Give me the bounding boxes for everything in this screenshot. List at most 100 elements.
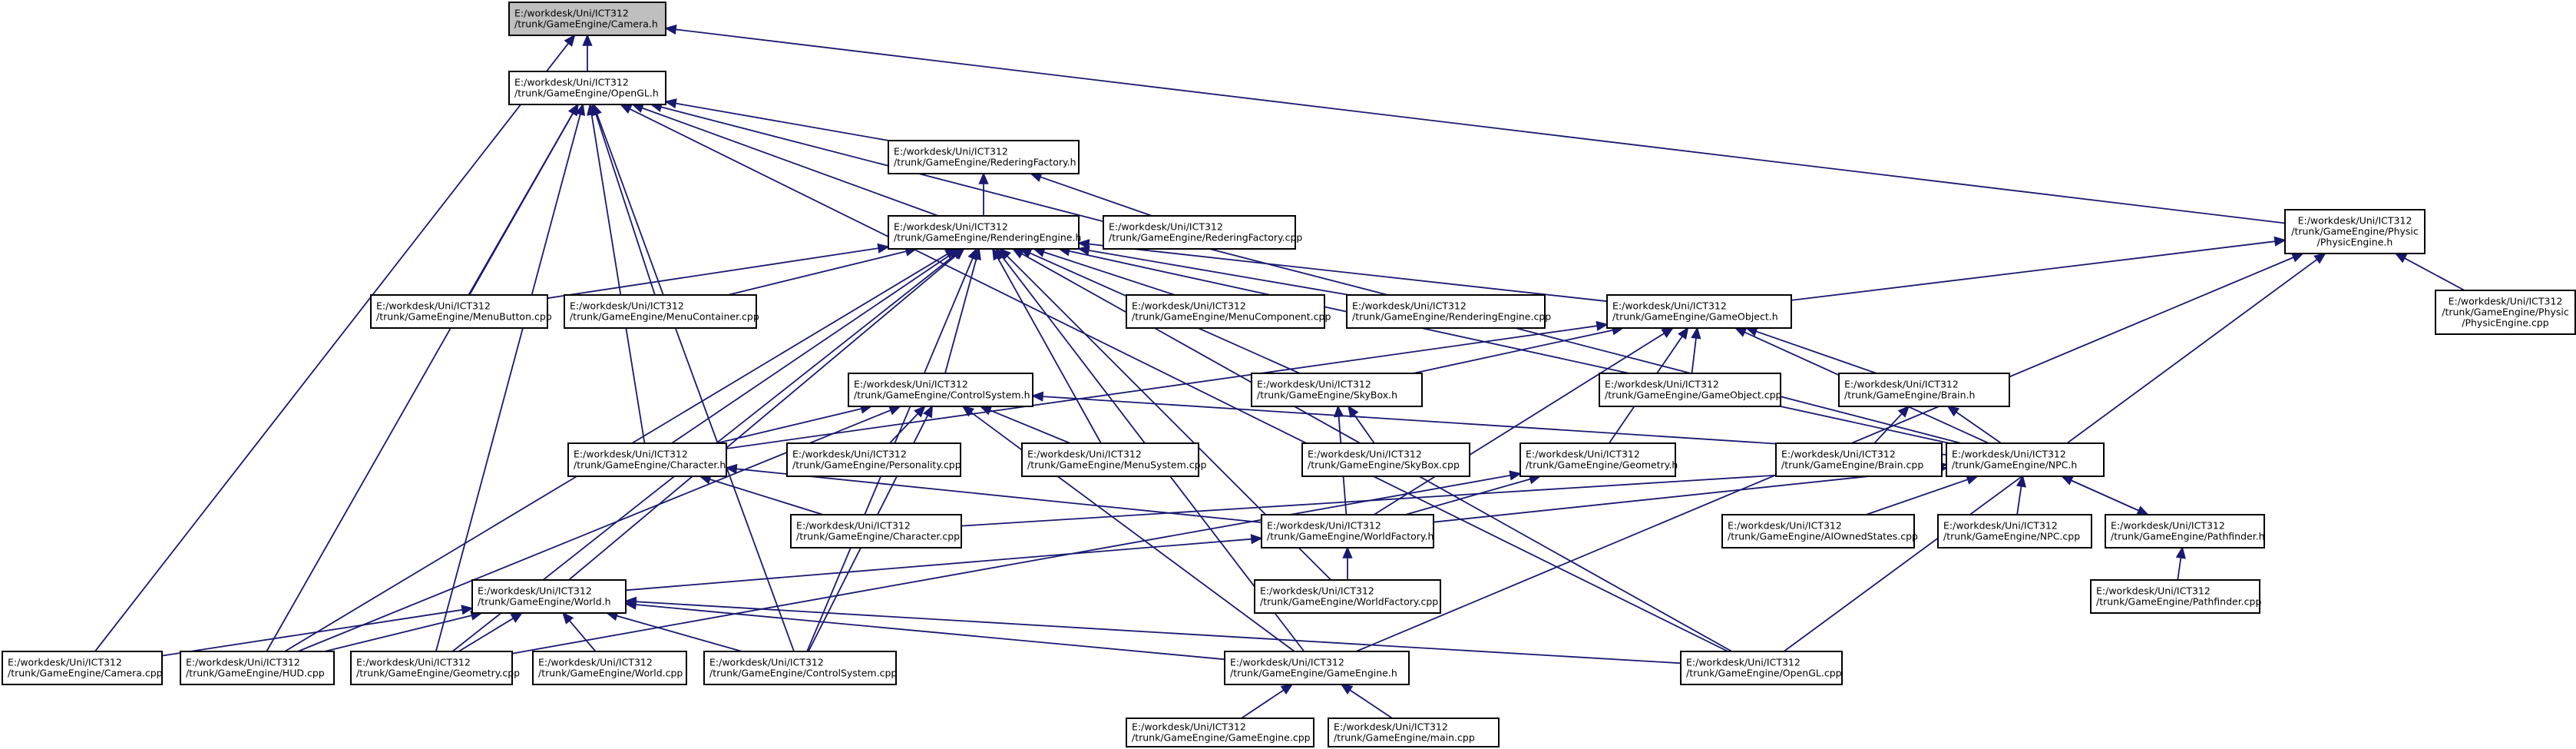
node-box xyxy=(370,294,548,329)
node-npc-h[interactable]: E:/workdesk/Uni/ICT312/trunk/GameEngine/… xyxy=(1946,442,2105,477)
node-personality-cpp[interactable]: E:/workdesk/Uni/ICT312/trunk/GameEngine/… xyxy=(786,442,961,477)
edge-geometry-cpp-to-geometry-h xyxy=(511,470,1522,655)
edge-line xyxy=(625,538,1252,592)
node-gameengine-cpp[interactable]: E:/workdesk/Uni/ICT312/trunk/GameEngine/… xyxy=(1126,718,1314,747)
edge-arrowhead xyxy=(1334,405,1344,418)
node-box xyxy=(1946,442,2105,477)
node-box xyxy=(2105,514,2265,548)
edge-worldfactory-h-to-geometry-h xyxy=(1405,474,1542,515)
node-world-h[interactable]: E:/workdesk/Uni/ICT312/trunk/GameEngine/… xyxy=(471,579,627,614)
node-worldfactory-cpp[interactable]: E:/workdesk/Uni/ICT312/trunk/GameEngine/… xyxy=(1254,579,1441,614)
node-gameobject-h[interactable]: E:/workdesk/Uni/ICT312/trunk/GameEngine/… xyxy=(1606,294,1792,329)
edge-line xyxy=(569,620,597,652)
node-controlsystem-h[interactable]: E:/workdesk/Uni/ICT312/trunk/GameEngine/… xyxy=(848,373,1033,407)
node-label-line: E:/workdesk/Uni/ICT312 xyxy=(1132,721,1246,733)
node-box xyxy=(1680,651,1843,685)
edge-line xyxy=(675,28,2286,224)
node-label-line: E:/workdesk/Uni/ICT312 xyxy=(1109,221,1223,233)
node-rederingfactory-cpp[interactable]: E:/workdesk/Uni/ICT312/trunk/GameEngine/… xyxy=(1103,215,1302,250)
edge-aiownedstates-cpp-to-npc-h xyxy=(1866,475,1979,515)
edge-line xyxy=(2016,486,2022,515)
node-aiownedstates-cpp[interactable]: E:/workdesk/Uni/ICT312/trunk/GameEngine/… xyxy=(1721,514,1918,548)
node-box xyxy=(1606,294,1792,329)
node-box xyxy=(532,651,687,685)
node-label-line: E:/workdesk/Uni/ICT312 xyxy=(1257,379,1371,390)
edge-line xyxy=(641,107,939,217)
edge-line xyxy=(547,247,879,300)
edge-character-h-to-gameobject-h xyxy=(726,320,1609,449)
node-menubutton-cpp[interactable]: E:/workdesk/Uni/ICT312/trunk/GameEngine/… xyxy=(370,294,552,329)
edge-menubutton-cpp-to-renderingengine-h xyxy=(547,243,890,300)
node-label-line: /trunk/GameEngine/Personality.cpp xyxy=(792,459,961,471)
node-physicengine-h[interactable]: E:/workdesk/Uni/ICT312/trunk/GameEngine/… xyxy=(2284,209,2426,254)
node-renderingengine-cpp[interactable]: E:/workdesk/Uni/ICT312/trunk/GameEngine/… xyxy=(1346,294,1551,329)
edge-arrowhead xyxy=(461,605,474,615)
node-gameobject-cpp[interactable]: E:/workdesk/Uni/ICT312/trunk/GameEngine/… xyxy=(1599,373,1782,407)
node-character-h[interactable]: E:/workdesk/Uni/ICT312/trunk/GameEngine/… xyxy=(567,442,727,477)
node-menucontainer-cpp[interactable]: E:/workdesk/Uni/ICT312/trunk/GameEngine/… xyxy=(564,294,759,329)
edge-line xyxy=(1413,329,1613,374)
node-skybox-h[interactable]: E:/workdesk/Uni/ICT312/trunk/GameEngine/… xyxy=(1251,373,1423,407)
edge-arrowhead xyxy=(2136,505,2150,515)
edge-worldfactory-cpp-to-worldfactory-h xyxy=(1342,546,1353,581)
node-label-line: /PhysicEngine.h xyxy=(2317,237,2393,248)
node-pathfinder-h[interactable]: E:/workdesk/Uni/ICT312/trunk/GameEngine/… xyxy=(2105,514,2265,548)
node-geometry-h[interactable]: E:/workdesk/Uni/ICT312/trunk/GameEngine/… xyxy=(1519,442,1678,477)
node-label-line: /trunk/GameEngine/MenuComponent.cpp xyxy=(1132,311,1331,323)
edge-line xyxy=(716,408,862,444)
edge-camera-cpp-to-world-h xyxy=(161,605,474,657)
edge-line xyxy=(1373,333,1665,515)
node-label-line: /trunk/GameEngine/Brain.cpp xyxy=(1781,459,1923,471)
node-label-line: /trunk/GameEngine/main.cpp xyxy=(1334,732,1475,744)
node-box xyxy=(1261,514,1434,548)
node-label-line: E:/workdesk/Uni/ICT312 xyxy=(538,657,653,668)
node-rederingfactory-h[interactable]: E:/workdesk/Uni/ICT312/trunk/GameEngine/… xyxy=(888,140,1080,174)
node-label-line: /trunk/GameEngine/GameEngine.h xyxy=(1230,668,1397,679)
node-label-line: E:/workdesk/Uni/ICT312 xyxy=(2298,215,2412,227)
edge-arrowhead xyxy=(592,103,602,117)
node-brain-h[interactable]: E:/workdesk/Uni/ICT312/trunk/GameEngine/… xyxy=(1838,373,2010,407)
node-label-line: /trunk/GameEngine/Pathfinder.h xyxy=(2111,531,2265,542)
edge-menucomponent-cpp-to-renderingengine-h xyxy=(1032,247,1176,296)
node-brain-cpp[interactable]: E:/workdesk/Uni/ICT312/trunk/GameEngine/… xyxy=(1775,442,1943,477)
node-physicengine-cpp[interactable]: E:/workdesk/Uni/ICT312/trunk/GameEngine/… xyxy=(2435,290,2576,335)
edge-line xyxy=(1791,240,2276,301)
node-npc-cpp[interactable]: E:/workdesk/Uni/ICT312/trunk/GameEngine/… xyxy=(1937,514,2092,548)
node-opengl-cpp[interactable]: E:/workdesk/Uni/ICT312/trunk/GameEngine/… xyxy=(1680,651,1843,685)
node-camera-cpp[interactable]: E:/workdesk/Uni/ICT312/trunk/GameEngine/… xyxy=(2,651,163,685)
node-label-line: /trunk/GameEngine/WorldFactory.cpp xyxy=(1260,596,1438,608)
edge-personality-cpp-to-controlsystem-h xyxy=(888,405,926,444)
edge-arrowhead xyxy=(2394,253,2408,263)
edge-gameobject-h-to-physicengine-h xyxy=(1791,236,2287,301)
edge-line xyxy=(590,114,646,444)
node-character-cpp[interactable]: E:/workdesk/Uni/ICT312/trunk/GameEngine/… xyxy=(790,514,962,548)
node-label-line: /trunk/GameEngine/World.h xyxy=(478,596,611,608)
node-world-cpp[interactable]: E:/workdesk/Uni/ICT312/trunk/GameEngine/… xyxy=(532,651,687,685)
node-renderingengine-h[interactable]: E:/workdesk/Uni/ICT312/trunk/GameEngine/… xyxy=(888,215,1081,250)
edge-arrowhead xyxy=(2175,546,2186,559)
edge-renderingengine-h-to-rederingfactory-h xyxy=(978,172,989,216)
node-gameengine-h[interactable]: E:/workdesk/Uni/ICT312/trunk/GameEngine/… xyxy=(1224,651,1410,685)
edge-line xyxy=(568,254,957,581)
node-geometry-cpp[interactable]: E:/workdesk/Uni/ICT312/trunk/GameEngine/… xyxy=(350,651,520,685)
node-pathfinder-cpp[interactable]: E:/workdesk/Uni/ICT312/trunk/GameEngine/… xyxy=(2090,579,2261,614)
edge-line xyxy=(727,250,907,296)
node-menucomponent-cpp[interactable]: E:/workdesk/Uni/ICT312/trunk/GameEngine/… xyxy=(1126,294,1331,329)
node-box xyxy=(2435,290,2576,335)
node-skybox-cpp[interactable]: E:/workdesk/Uni/ICT312/trunk/GameEngine/… xyxy=(1301,442,1470,477)
edge-menucontainer-cpp-to-renderingengine-h xyxy=(727,246,918,296)
edge-arrowhead xyxy=(951,247,964,260)
edge-line xyxy=(888,413,919,444)
node-label-line: /trunk/GameEngine/AIOwnedStates.cpp xyxy=(1728,531,1918,542)
node-camera-h[interactable]: E:/workdesk/Uni/ICT312/trunk/GameEngine/… xyxy=(508,2,666,36)
node-worldfactory-h[interactable]: E:/workdesk/Uni/ICT312/trunk/GameEngine/… xyxy=(1261,514,1434,548)
edge-arrowhead xyxy=(1678,326,1689,340)
node-menusystem-cpp[interactable]: E:/workdesk/Uni/ICT312/trunk/GameEngine/… xyxy=(1021,442,1207,477)
edge-arrowhead xyxy=(564,34,576,47)
edge-arrowhead xyxy=(877,243,890,254)
node-controlsystem-cpp[interactable]: E:/workdesk/Uni/ICT312/trunk/GameEngine/… xyxy=(703,651,897,685)
node-hud-cpp[interactable]: E:/workdesk/Uni/ICT312/trunk/GameEngine/… xyxy=(180,651,335,685)
node-main-cpp[interactable]: E:/workdesk/Uni/ICT312/trunk/GameEngine/… xyxy=(1328,718,1500,747)
node-opengl-h[interactable]: E:/workdesk/Uni/ICT312/trunk/GameEngine/… xyxy=(508,71,666,105)
edge-line xyxy=(1040,176,1152,217)
